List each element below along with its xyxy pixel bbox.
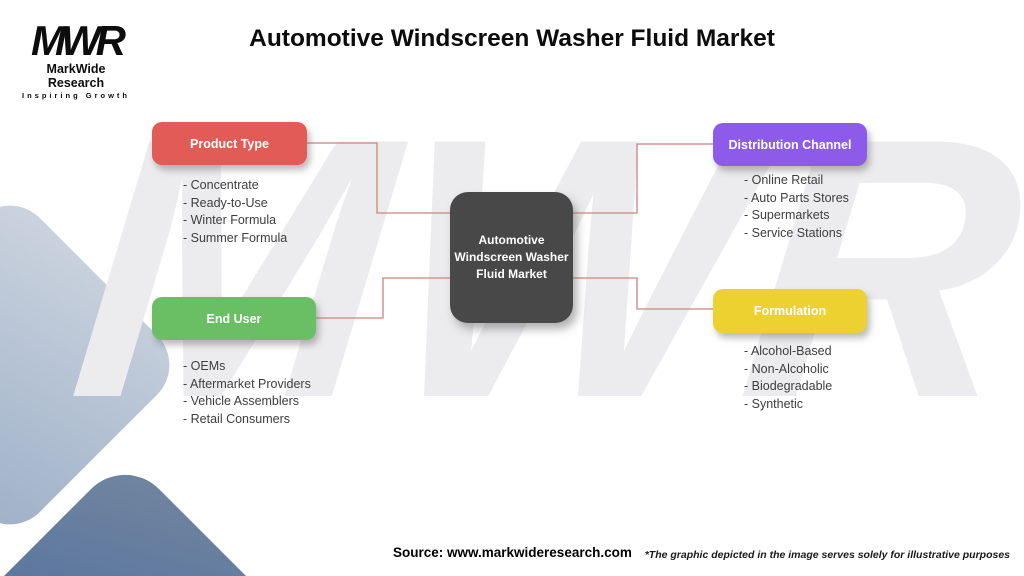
list-item: - Auto Parts Stores: [744, 190, 849, 205]
product-type-label: Product Type: [190, 136, 269, 151]
list-item: - Ready-to-Use: [183, 195, 268, 210]
end-user-list: - OEMs - Aftermarket Providers - Vehicle…: [183, 358, 311, 428]
list-item: - Retail Consumers: [183, 411, 290, 426]
formulation-label: Formulation: [753, 304, 827, 318]
connector-distribution-channel: [573, 143, 713, 214]
list-item: - Vehicle Assemblers: [183, 394, 300, 409]
source-attribution: Source: www.markwideresearch.com: [393, 545, 632, 560]
list-item: - Concentrate: [183, 178, 259, 192]
list-item: - OEMs: [183, 359, 226, 373]
distribution-channel-list: - Online Retail - Auto Parts Stores - Su…: [744, 172, 849, 242]
connector-product-type: [307, 142, 450, 214]
list-item: - Summer Formula: [183, 230, 288, 245]
formulation-list: - Alcohol-Based - Non-Alcoholic - Biodeg…: [744, 343, 832, 413]
list-item: - Synthetic: [744, 396, 804, 411]
page-title: Automotive Windscreen Washer Fluid Marke…: [249, 25, 775, 52]
list-item: - Winter Formula: [183, 213, 277, 228]
distribution-channel-label: Distribution Channel: [728, 137, 852, 152]
formulation-box: Formulation: [713, 289, 867, 333]
list-item: - Supermarkets: [744, 208, 830, 223]
connector-end-user: [316, 277, 450, 319]
central-node-line: Windscreen Washer: [454, 250, 569, 265]
connector-formulation: [573, 277, 713, 310]
logo-tagline: Inspiring Growth: [22, 90, 130, 100]
central-node-line: Fluid Market: [476, 266, 547, 281]
distribution-channel-box: Distribution Channel: [713, 123, 867, 166]
product-type-box: Product Type: [152, 122, 307, 165]
markwide-research-logo: MWR MarkWide Research Inspiring Growth: [20, 17, 132, 100]
disclaimer-note: *The graphic depicted in the image serve…: [644, 549, 1010, 561]
mwr-logo-acronym: MWR: [31, 17, 126, 64]
end-user-label: End User: [206, 311, 262, 326]
product-type-list: - Concentrate - Ready-to-Use - Winter Fo…: [183, 177, 287, 247]
list-item: - Alcohol-Based: [744, 344, 832, 358]
list-item: - Biodegradable: [744, 379, 833, 394]
central-node-line: Automotive: [478, 233, 545, 248]
logo-company-name: MarkWide Research: [46, 61, 106, 90]
end-user-box: End User: [152, 297, 316, 340]
list-item: - Aftermarket Providers: [183, 376, 311, 391]
list-item: - Service Stations: [744, 225, 842, 240]
list-item: - Online Retail: [744, 173, 824, 187]
central-market-node: Automotive Windscreen Washer Fluid Marke…: [450, 192, 573, 323]
list-item: - Non-Alcoholic: [744, 361, 829, 376]
